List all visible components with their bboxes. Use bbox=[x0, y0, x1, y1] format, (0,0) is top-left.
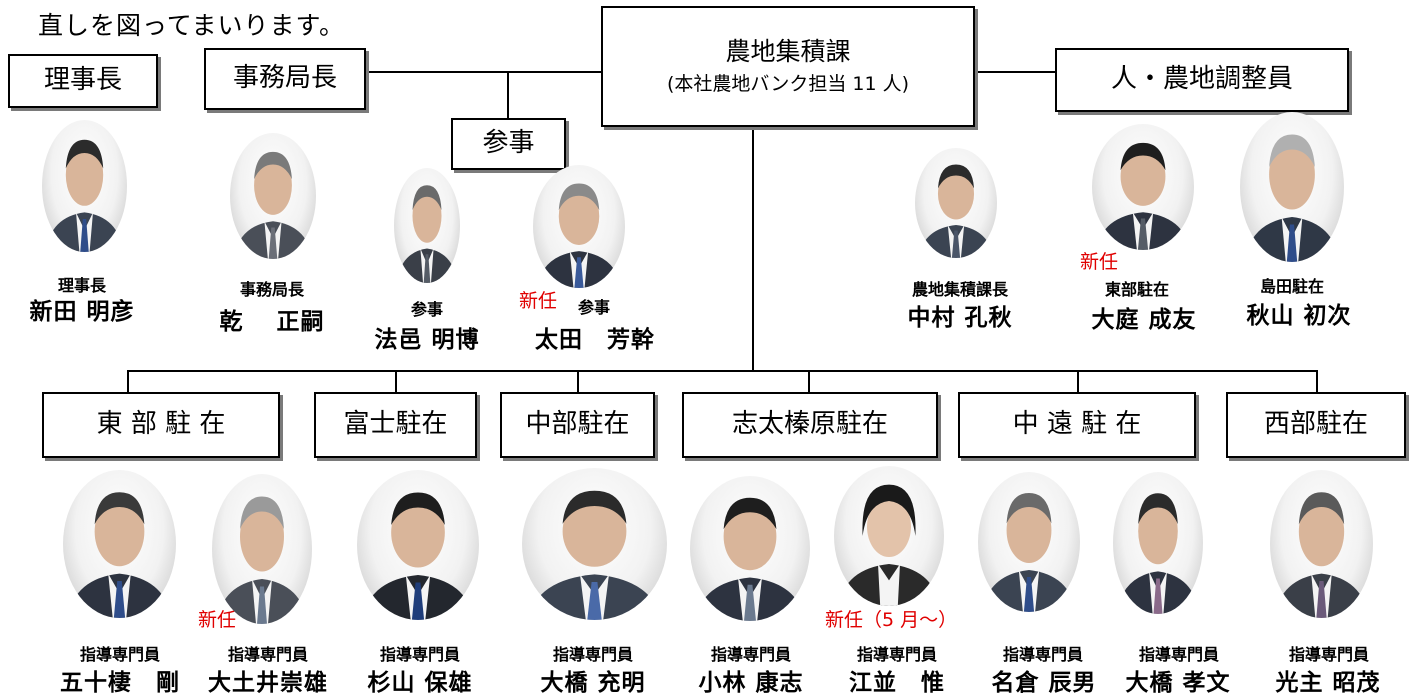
connector-line bbox=[577, 370, 579, 392]
office-box-tobu: 東 部 駐 在 bbox=[42, 392, 280, 458]
staff-name: 大庭 成友 bbox=[1091, 307, 1197, 333]
counselor-box: 参事 bbox=[451, 118, 566, 170]
person-portrait-icon bbox=[42, 120, 127, 252]
person-portrait-icon bbox=[1092, 124, 1194, 250]
staff-name: 太田 芳幹 bbox=[535, 327, 655, 353]
connector-line bbox=[281, 71, 601, 73]
section-note: (本社農地バンク担当 11 人) bbox=[666, 73, 910, 96]
connector-line bbox=[975, 71, 1055, 73]
connector-line bbox=[127, 370, 1318, 372]
person-portrait-icon bbox=[230, 133, 316, 259]
connector-line bbox=[1316, 370, 1318, 392]
staff-role: 農地集積課長 bbox=[911, 280, 1008, 299]
person-portrait-icon bbox=[978, 472, 1080, 612]
person-portrait-icon bbox=[834, 466, 944, 606]
connector-line bbox=[808, 370, 810, 392]
connector-line bbox=[507, 72, 509, 120]
office-box-chubu: 中部駐在 bbox=[500, 392, 655, 458]
staff-role: 島田駐在 bbox=[1259, 277, 1324, 296]
staff-name: 光主 昭茂 bbox=[1275, 670, 1381, 696]
staff-name: 大橋 孝文 bbox=[1125, 670, 1231, 696]
staff-name: 杉山 保雄 bbox=[367, 670, 473, 696]
connector-line bbox=[395, 370, 397, 392]
staff-role: 東部駐在 bbox=[1104, 280, 1169, 299]
staff-name: 名倉 辰男 bbox=[991, 670, 1097, 696]
staff-name: 五十棲 剛 bbox=[60, 670, 180, 696]
person-portrait-icon bbox=[357, 470, 479, 620]
staff-name: 中村 孔秋 bbox=[907, 305, 1013, 331]
staff-name: 大橋 充明 bbox=[540, 670, 646, 696]
intro-text: 直しを図ってまいります。 bbox=[38, 11, 346, 40]
staff-role: 指導専門員 bbox=[1138, 645, 1219, 664]
staff-role: 理事長 bbox=[57, 276, 106, 295]
connector-line bbox=[127, 370, 129, 392]
coordinators-box: 人・農地調整員 bbox=[1055, 48, 1349, 112]
staff-name: 法邑 明博 bbox=[374, 327, 480, 353]
person-portrait-icon bbox=[63, 470, 176, 618]
staff-role: 指導専門員 bbox=[227, 645, 308, 664]
new-badge: 新任 bbox=[519, 290, 558, 312]
office-box-fuji: 富士駐在 bbox=[314, 392, 477, 458]
person-portrait-icon bbox=[212, 474, 312, 624]
staff-role: 参事 bbox=[577, 298, 610, 317]
connector-line bbox=[1077, 370, 1079, 392]
person-portrait-icon bbox=[394, 168, 460, 283]
staff-role: 指導専門員 bbox=[379, 645, 460, 664]
staff-name: 乾 正嗣 bbox=[219, 309, 325, 335]
section-title: 農地集積課 bbox=[725, 37, 851, 67]
staff-role: 指導専門員 bbox=[1288, 645, 1369, 664]
staff-name: 江並 惟 bbox=[849, 670, 945, 696]
person-portrait-icon bbox=[522, 468, 667, 620]
staff-name: 秋山 初次 bbox=[1246, 303, 1352, 329]
person-portrait-icon bbox=[915, 148, 997, 258]
person-portrait-icon bbox=[1270, 470, 1373, 618]
office-box-seibu: 西部駐在 bbox=[1226, 392, 1406, 458]
new-badge: 新任 bbox=[198, 609, 237, 631]
section-box: 農地集積課 (本社農地バンク担当 11 人) bbox=[601, 6, 975, 127]
staff-role: 指導専門員 bbox=[79, 645, 160, 664]
secretariat-box: 事務局長 bbox=[204, 48, 366, 110]
staff-role: 指導専門員 bbox=[552, 645, 633, 664]
staff-role: 指導専門員 bbox=[856, 645, 937, 664]
staff-role: 指導専門員 bbox=[710, 645, 791, 664]
staff-role: 事務局長 bbox=[239, 280, 304, 299]
new-badge-may: 新任（5 月～） bbox=[825, 609, 958, 631]
person-portrait-icon bbox=[1113, 472, 1203, 614]
staff-name: 大土井崇雄 bbox=[208, 670, 328, 696]
person-portrait-icon bbox=[1240, 112, 1344, 262]
new-badge: 新任 bbox=[1080, 251, 1119, 273]
person-portrait-icon bbox=[533, 165, 625, 288]
staff-role: 指導専門員 bbox=[1002, 645, 1083, 664]
person-portrait-icon bbox=[690, 476, 810, 621]
office-box-chuen: 中 遠 駐 在 bbox=[958, 392, 1196, 458]
staff-name: 小林 康志 bbox=[698, 670, 804, 696]
office-box-shidahaibara: 志太榛原駐在 bbox=[682, 392, 938, 458]
connector-line bbox=[752, 127, 754, 371]
staff-role: 参事 bbox=[410, 300, 443, 319]
staff-name: 新田 明彦 bbox=[29, 299, 135, 325]
chairman-box: 理事長 bbox=[8, 54, 158, 108]
